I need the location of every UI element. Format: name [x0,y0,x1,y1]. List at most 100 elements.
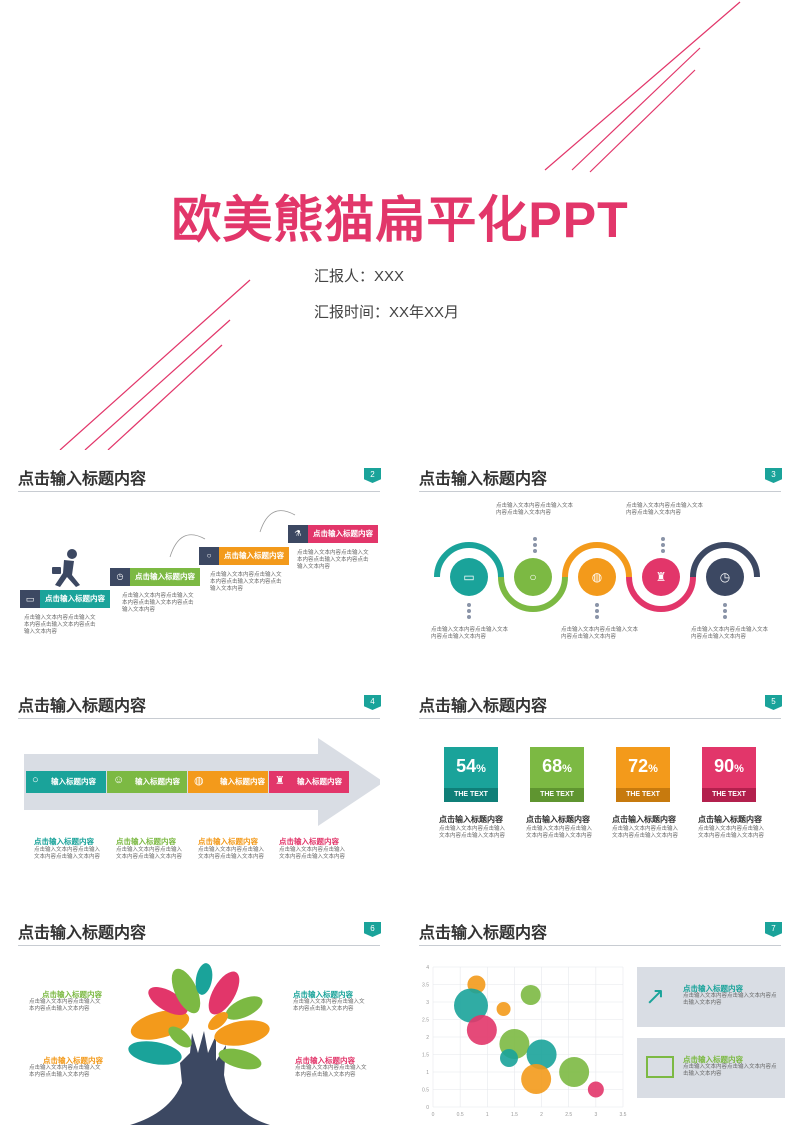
item-text: 点击输入文本内容点击输入文本内容点击输入文本内容 [293,999,365,1012]
page-number: 6 [364,922,381,937]
lightbulb-icon: ○ [32,774,39,786]
step-3: ○ 点击输入标题内容 [199,547,289,565]
stat-text: 点击输入文本内容点击输入文本内容点击输入文本内容 [439,826,506,839]
bubble-point [559,1057,590,1087]
basketball-icon: ◍ [194,775,204,787]
tv-icon: ▭ [463,570,475,584]
y-tick-label: 1.5 [422,1053,429,1059]
slide-6: 点击输入标题内容 6 点击输入标题内容 点击输入文本内容点击输入文本内容点击输入… [0,911,381,1126]
title-divider [419,491,781,492]
page-number: 7 [765,922,782,937]
bottom-text-3: 点击输入文本内容点击输入文本内容点击输入文本内容 [691,627,769,640]
x-tick-label: 2 [540,1112,543,1118]
y-tick-label: 1 [426,1070,429,1076]
segment-3: ◍ 输入标题内容 [188,771,268,793]
stat-box: 90% THE TEXT [702,747,756,802]
stat-label: THE TEXT [444,788,498,802]
y-tick-label: 3 [426,1000,429,1006]
x-tick-label: 1.5 [511,1112,518,1118]
cover-slide: 欧美熊猫扁平化PPT 汇报人：XXX 汇报时间：XX年XX月 [0,0,800,450]
step-text: 点击输入文本内容点击输入文本内容点击输入文本内容点击输入文本内容 [122,593,194,613]
slide-title: 点击输入标题内容 [18,471,147,488]
stat-value: 68% [542,756,572,776]
trophy-icon: ♜ [275,775,285,787]
step-text: 点击输入文本内容点击输入文本内容点击输入文本内容点击输入文本内容 [210,572,282,592]
tv-icon: ▭ [20,590,40,608]
segment-label: 输入标题内容 [297,777,342,786]
step-2: ◷ 点击输入标题内容 [110,568,200,586]
bottom-text-1: 点击输入文本内容点击输入文本内容点击输入文本内容 [431,627,509,640]
x-tick-label: 3.5 [620,1112,627,1118]
card-text: 点击输入文本内容点击输入文本内容点击输入文本内容 [683,993,777,1006]
segment-4: ♜ 输入标题内容 [269,771,349,793]
certificate-icon [646,1056,674,1078]
step-text: 点击输入文本内容点击输入文本内容点击输入文本内容点击输入文本内容 [24,615,96,635]
item-text: 点击输入文本内容点击输入文本内容点击输入文本内容 [29,1065,101,1078]
bubble-point [520,985,541,1005]
slide-4: 点击输入标题内容 4 ○ 输入标题内容 ☺ 输入标题内容 ◍ 输入标题内容 ♜ … [0,684,381,899]
y-tick-label: 2 [426,1035,429,1041]
info-card-1: ↗ 点击输入标题内容 点击输入文本内容点击输入文本内容点击输入文本内容 [637,967,785,1027]
slide-5: 点击输入标题内容 5 54% THE TEXT 68% THE TEXT 72%… [401,684,782,899]
segment-label: 输入标题内容 [135,777,180,786]
title-divider [18,945,380,946]
step-label: 点击输入标题内容 [45,594,105,603]
title-divider [419,945,781,946]
bubble-point [521,1064,552,1094]
slide-title: 点击输入标题内容 [419,925,548,942]
item-heading: 点击输入标题内容 [43,1056,103,1065]
clock-icon: ◷ [110,568,130,586]
stat-box: 54% THE TEXT [444,747,498,802]
slide-title: 点击输入标题内容 [419,698,548,715]
card-heading: 点击输入标题内容 [683,984,743,993]
slide-title: 点击输入标题内容 [419,471,548,488]
stat-text: 点击输入文本内容点击输入文本内容点击输入文本内容 [526,826,593,839]
title-divider [18,491,380,492]
clock-icon: ◷ [719,570,731,584]
microscope-icon: ⚗ [288,525,308,543]
column-heading: 点击输入标题内容 [279,837,339,846]
step-4: ⚗ 点击输入标题内容 [288,525,378,543]
cover-title: 欧美熊猫扁平化PPT [171,192,629,248]
x-tick-label: 0.5 [457,1112,464,1118]
page-number: 4 [364,695,381,710]
segment-label: 输入标题内容 [51,777,96,786]
stat-value: 54% [456,756,486,776]
wave-timeline [434,537,760,619]
step-label: 点击输入标题内容 [313,529,373,538]
reporter-text: 汇报人：XXX [314,268,405,285]
segment-1: ○ 输入标题内容 [26,771,106,793]
bottom-text-2: 点击输入文本内容点击输入文本内容点击输入文本内容 [561,627,639,640]
y-tick-label: 2.5 [422,1018,429,1024]
slide-2: 点击输入标题内容 2 ▭ 点击输入标题内容 点击输入文本内容点击输入文本内容点击… [0,457,381,672]
bubble-point [466,1015,497,1045]
stat-heading: 点击输入标题内容 [439,815,503,824]
column-text: 点击输入文本内容点击输入文本内容点击输入文本内容 [279,847,346,860]
bubble-point [496,1002,511,1016]
step-label: 点击输入标题内容 [135,572,195,581]
lightbulb-icon: ○ [199,547,219,565]
bubble-point [526,1039,557,1070]
item-heading: 点击输入标题内容 [295,1056,355,1065]
top-text-2: 点击输入文本内容点击输入文本内容点击输入文本内容 [626,503,704,516]
tree-hand-illustration [128,963,270,1125]
item-text: 点击输入文本内容点击输入文本内容点击输入文本内容 [295,1065,367,1078]
basketball-icon: ◍ [591,570,603,584]
item-heading: 点击输入标题内容 [293,990,353,999]
runner-icon [52,549,80,587]
column-text: 点击输入文本内容点击输入文本内容点击输入文本内容 [116,847,183,860]
x-tick-label: 0 [432,1112,435,1118]
y-tick-label: 0.5 [422,1088,429,1094]
stat-label: THE TEXT [530,788,584,802]
y-tick-label: 4 [426,965,429,971]
slide-title: 点击输入标题内容 [18,925,147,942]
x-tick-label: 1 [486,1112,489,1118]
page-number: 5 [765,695,782,710]
bubble-point [587,1081,604,1098]
segment-2: ☺ 输入标题内容 [107,771,187,793]
segment-label: 输入标题内容 [220,777,265,786]
decorative-lines [59,1,741,450]
card-text: 点击输入文本内容点击输入文本内容点击输入文本内容 [683,1064,777,1077]
